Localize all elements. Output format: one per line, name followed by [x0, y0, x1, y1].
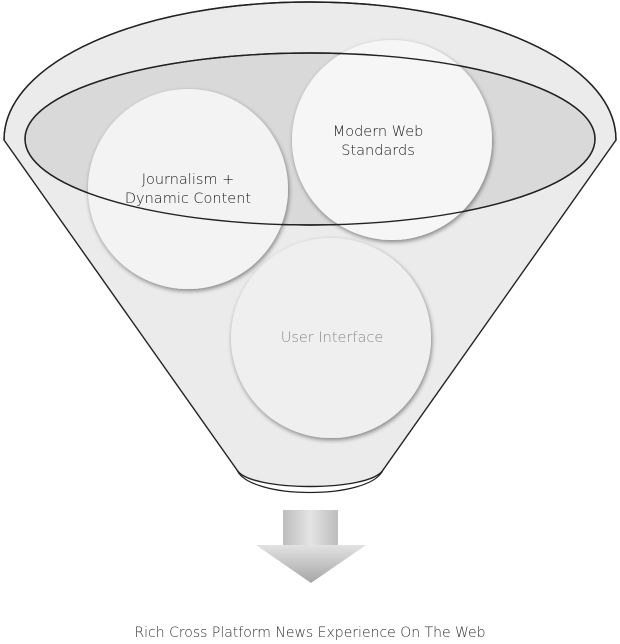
- funnel-outlet: [236, 469, 384, 494]
- circle-journalism: [88, 89, 288, 289]
- result-label: Rich Cross Platform News Experience On T…: [134, 625, 486, 641]
- down-arrow-icon: [256, 510, 366, 583]
- circle-label-line: Journalism +: [141, 172, 235, 188]
- funnel-rim-outline: [24, 52, 596, 226]
- circle-label-line: Modern Web: [332, 124, 424, 140]
- circle-label-line: User Interface: [280, 330, 384, 346]
- circle-web-standards: [292, 40, 492, 240]
- circle-label-journalism: Journalism + Dynamic Content: [88, 171, 288, 209]
- circle-label-web-standards: Modern Web Standards: [292, 123, 464, 161]
- circle-label-line: Dynamic Content: [124, 191, 252, 207]
- funnel-outer-edge: [3, 1, 617, 141]
- circle-user-interface: [231, 238, 431, 438]
- circle-label-user-interface: User Interface: [232, 329, 432, 348]
- circle-label-line: Standards: [341, 143, 415, 159]
